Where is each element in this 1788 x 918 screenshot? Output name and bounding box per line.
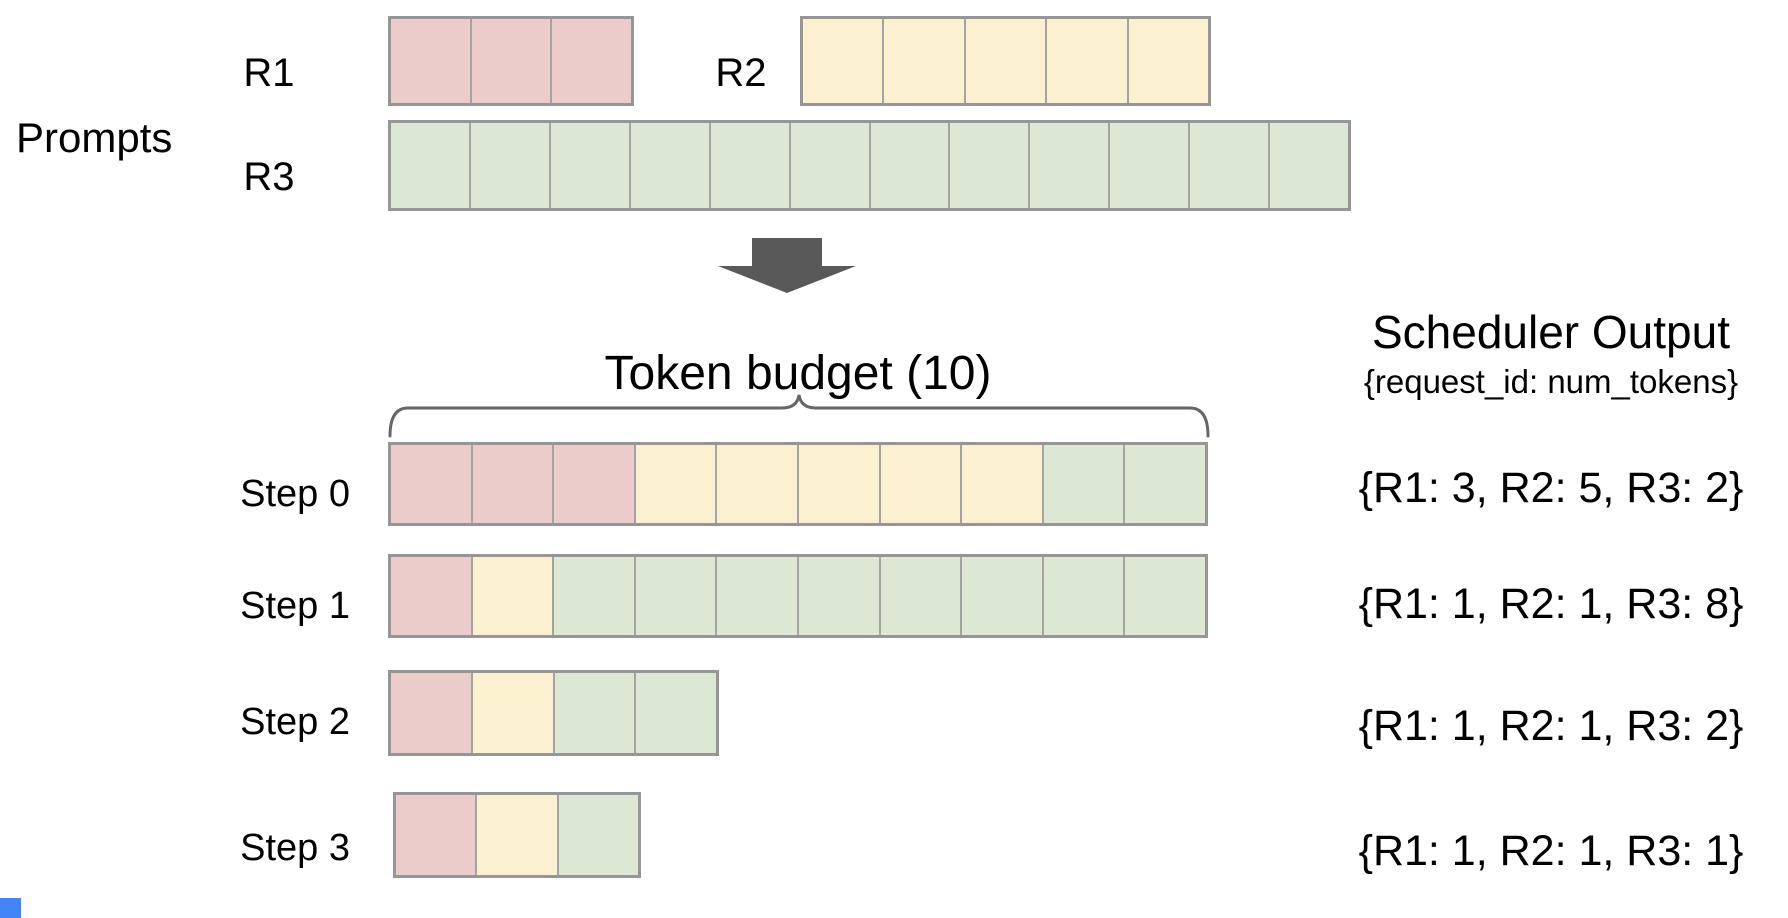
token-cell-r2 <box>475 795 557 875</box>
token-cell-r2 <box>470 557 553 635</box>
token-cell-r1 <box>469 19 551 103</box>
request-label-r1: R1 <box>243 51 295 95</box>
scheduler-output-heading: Scheduler Output <box>1371 306 1730 358</box>
token-cell-r2 <box>796 445 879 523</box>
scheduler-step-output: {R1: 1, R2: 1, R3: 2} <box>1358 702 1744 750</box>
token-cell-r3 <box>1188 123 1269 208</box>
token-cell-r3 <box>1108 123 1189 208</box>
step-token-row <box>388 554 1208 638</box>
step-token-row <box>388 670 719 756</box>
token-cell-r3 <box>552 673 635 753</box>
token-cell-r1 <box>391 19 470 103</box>
token-cell-r2 <box>803 19 883 103</box>
prompt-token-row-r2 <box>800 16 1211 106</box>
corner-marker <box>0 898 21 918</box>
scheduler-step-output: {R1: 3, R2: 5, R3: 2} <box>1358 464 1744 512</box>
token-cell-r2 <box>633 445 716 523</box>
token-cell-r3 <box>868 123 949 208</box>
prompt-token-row-r3 <box>388 120 1351 211</box>
token-cell-r2 <box>960 445 1042 523</box>
token-cell-r1 <box>552 445 634 523</box>
token-cell-r3 <box>552 557 634 635</box>
token-cell-r3 <box>633 557 716 635</box>
token-cell-r3 <box>788 123 869 208</box>
token-cell-r3 <box>715 557 797 635</box>
token-cell-r3 <box>1123 557 1205 635</box>
token-cell-r2 <box>715 445 797 523</box>
token-cell-r2 <box>470 673 553 753</box>
scheduler-step-output: {R1: 1, R2: 1, R3: 8} <box>1358 580 1744 628</box>
token-cell-r1 <box>391 673 471 753</box>
token-cell-r1 <box>550 19 632 103</box>
token-budget-label: Token budget (10) <box>604 347 992 400</box>
token-cell-r3 <box>708 123 789 208</box>
token-cell-r3 <box>1123 445 1205 523</box>
step-label: Step 0 <box>240 473 350 515</box>
token-cell-r3 <box>548 123 629 208</box>
token-cell-r3 <box>556 795 638 875</box>
token-cell-r3 <box>628 123 709 208</box>
token-cell-r3 <box>1028 123 1109 208</box>
scheduler-step-output: {R1: 1, R2: 1, R3: 1} <box>1358 827 1744 875</box>
step-label: Step 3 <box>240 827 350 869</box>
token-cell-r2 <box>882 19 964 103</box>
token-cell-r3 <box>878 557 961 635</box>
prompt-token-row-r1 <box>388 16 634 106</box>
token-cell-r3 <box>1268 123 1349 208</box>
token-cell-r3 <box>468 123 549 208</box>
step-token-row <box>388 442 1208 526</box>
request-label-r2: R2 <box>715 51 767 95</box>
token-cell-r2 <box>963 19 1046 103</box>
step-label: Step 1 <box>240 585 350 627</box>
token-cell-r3 <box>391 123 469 208</box>
token-cell-r3 <box>1041 445 1124 523</box>
token-cell-r1 <box>470 445 553 523</box>
down-arrow-icon <box>716 238 858 294</box>
prompts-section-label: Prompts <box>16 114 173 161</box>
token-cell-r3 <box>960 557 1042 635</box>
step-token-row <box>393 792 641 878</box>
curly-brace-icon <box>388 392 1210 438</box>
token-cell-r3 <box>634 673 716 753</box>
step-label: Step 2 <box>240 701 350 743</box>
token-cell-r1 <box>391 557 471 635</box>
token-cell-r1 <box>391 445 471 523</box>
request-label-r3: R3 <box>243 155 295 199</box>
token-cell-r2 <box>1126 19 1209 103</box>
scheduler-output-format: {request_id: num_tokens} <box>1363 363 1739 400</box>
token-cell-r3 <box>948 123 1029 208</box>
token-cell-r1 <box>396 795 476 875</box>
token-cell-r3 <box>1041 557 1124 635</box>
token-cell-r2 <box>1045 19 1127 103</box>
token-cell-r2 <box>878 445 961 523</box>
token-cell-r3 <box>796 557 879 635</box>
